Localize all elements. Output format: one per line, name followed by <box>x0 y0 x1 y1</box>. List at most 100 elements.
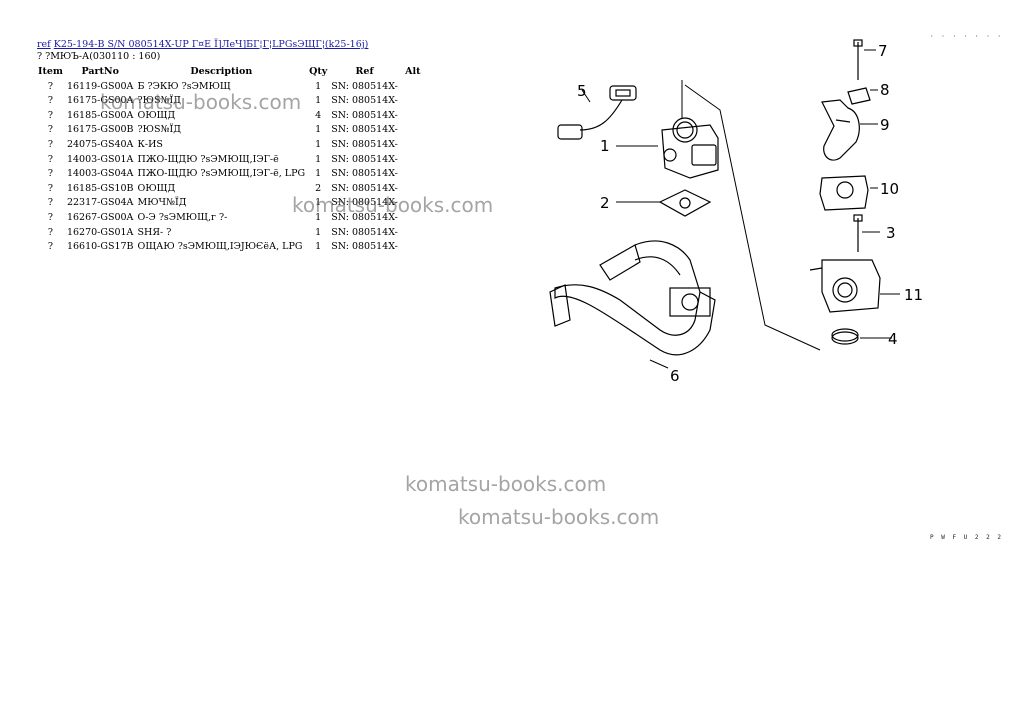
table-row: ? 16175-GS00A?ЮS№ЇД 1 SN: 080514X- <box>36 94 426 109</box>
col-header-partno: PartNo <box>81 66 119 77</box>
cell-alt <box>400 167 426 182</box>
cell-item: ? <box>47 153 54 165</box>
cell-ref: SN: 080514X- <box>331 168 398 180</box>
sensor-connector-part <box>557 85 637 140</box>
throttle-body-part <box>661 80 719 179</box>
cell-qty: 4 <box>315 109 322 121</box>
cell-ref: SN: 080514X- <box>331 197 398 209</box>
gasket-part <box>658 189 712 217</box>
page-subtitle: ? ?МЮЪ-А(030110 : 160) <box>37 51 161 62</box>
cell-partno: 16175-GS00B <box>66 124 134 136</box>
cell-qty: 1 <box>315 168 322 180</box>
stud-part <box>853 214 863 252</box>
cell-alt <box>400 109 426 124</box>
bolt-part <box>853 39 863 80</box>
cell-partno: 14003-GS01A <box>66 153 134 165</box>
cell-partno: 22317-GS04A <box>66 197 134 209</box>
cell-qty: 1 <box>315 226 322 238</box>
cell-ref: SN: 080514X- <box>331 95 398 107</box>
cell-description: Б ?ЭКЮ ?sЭМЮЩ <box>137 80 231 92</box>
callout-8: 8 <box>880 81 890 99</box>
cell-ref: SN: 080514X- <box>331 153 398 165</box>
parts-table: Item PartNo Description Qty Ref Alt ? 161… <box>36 65 426 255</box>
cell-alt <box>400 123 426 138</box>
cell-description: МЮЧ№ЇД <box>137 197 187 209</box>
o-ring-part <box>831 328 859 345</box>
callout-numbers: 1 2 3 4 5 6 7 8 9 10 11 <box>577 42 923 385</box>
cell-alt <box>400 240 426 255</box>
cell-partno: 16119-GS00A <box>66 80 134 92</box>
cell-description: ОЮЩД <box>137 109 176 121</box>
callout-11: 11 <box>904 286 923 304</box>
cell-alt <box>400 138 426 153</box>
col-header-alt: Alt <box>405 66 421 77</box>
callout-7: 7 <box>878 42 888 60</box>
callout-2: 2 <box>600 194 610 212</box>
cell-description: ОЮЩД <box>137 182 176 194</box>
cell-qty: 1 <box>315 80 322 92</box>
cell-partno: 24075-GS40A <box>66 138 134 150</box>
parts-diagram: 1 2 3 4 5 6 7 8 9 10 11 <box>549 39 923 385</box>
diagram-frame <box>684 84 821 351</box>
callout-5: 5 <box>577 82 587 100</box>
cell-qty: 1 <box>315 95 322 107</box>
col-header-item: Item <box>38 66 63 77</box>
cell-ref: SN: 080514X- <box>331 138 398 150</box>
cell-partno: 14003-GS04A <box>66 168 134 180</box>
cell-partno: 16175-GS00A <box>66 95 134 107</box>
cell-qty: 1 <box>315 211 322 223</box>
diagram-code-bottom: P W F U 2 2 2 <box>930 534 1003 541</box>
cell-alt <box>400 80 426 95</box>
callout-3: 3 <box>886 224 896 242</box>
cell-item: ? <box>47 138 54 150</box>
col-header-qty: Qty <box>309 66 328 77</box>
cell-partno: 16267-GS00A <box>66 211 134 223</box>
watermark: komatsu-books.com <box>405 472 607 496</box>
cell-item: ? <box>47 182 54 194</box>
cell-ref: SN: 080514X- <box>331 182 398 194</box>
ref-link[interactable]: ref <box>37 39 51 50</box>
cell-description: ПЖО-ЩДЮ ?sЭМЮЩ,ІЭГ-ё <box>137 153 279 165</box>
cell-description: ПЖО-ЩДЮ ?sЭМЮЩ,ІЭГ-ё, LPG <box>137 168 306 180</box>
breadcrumb: ref K25-194-B S/N 080514X-UP Г¤Е Ї]ЛеЧ]Б… <box>37 39 368 51</box>
callout-4: 4 <box>888 330 898 348</box>
table-header-row: Item PartNo Description Qty Ref Alt <box>36 65 426 80</box>
cell-description: К-ИS <box>137 138 163 150</box>
cell-ref: SN: 080514X- <box>331 124 398 136</box>
cell-item: ? <box>47 211 54 223</box>
cell-item: ? <box>47 168 54 180</box>
cell-description: ?ЮS№ЇД <box>137 124 181 136</box>
callout-6: 6 <box>670 367 680 385</box>
page-title-link[interactable]: K25-194-B S/N 080514X-UP Г¤Е Ї]ЛеЧ]БГ¦Г¦… <box>53 39 369 50</box>
watermark: komatsu-books.com <box>100 90 302 114</box>
cell-ref: SN: 080514X- <box>331 226 398 238</box>
clamp-part <box>847 87 871 105</box>
cell-ref: SN: 080514X- <box>331 241 398 253</box>
cell-qty: 1 <box>315 138 322 150</box>
cell-qty: 1 <box>315 124 322 136</box>
cell-item: ? <box>47 95 54 107</box>
cell-description: ?ЮS№ЇД <box>137 95 181 107</box>
watermark: komatsu-books.com <box>458 505 660 529</box>
cell-qty: 2 <box>315 182 322 194</box>
cell-ref: SN: 080514X- <box>331 211 398 223</box>
intake-manifold-part <box>549 240 716 356</box>
mixer-part <box>809 259 881 313</box>
cell-qty: 1 <box>315 197 322 209</box>
adapter-part <box>819 175 869 211</box>
diagram-code-top: · · · · · · · <box>930 33 1003 40</box>
cell-item: ? <box>47 241 54 253</box>
cell-description: SНЯ- ? <box>137 226 172 238</box>
cell-description: ОЩАЮ ?sЭМЮЩ,ІЭЈЮЄёА, LPG <box>137 241 303 253</box>
cell-item: ? <box>47 80 54 92</box>
callout-leaders <box>581 49 900 369</box>
hose-part <box>821 99 860 161</box>
